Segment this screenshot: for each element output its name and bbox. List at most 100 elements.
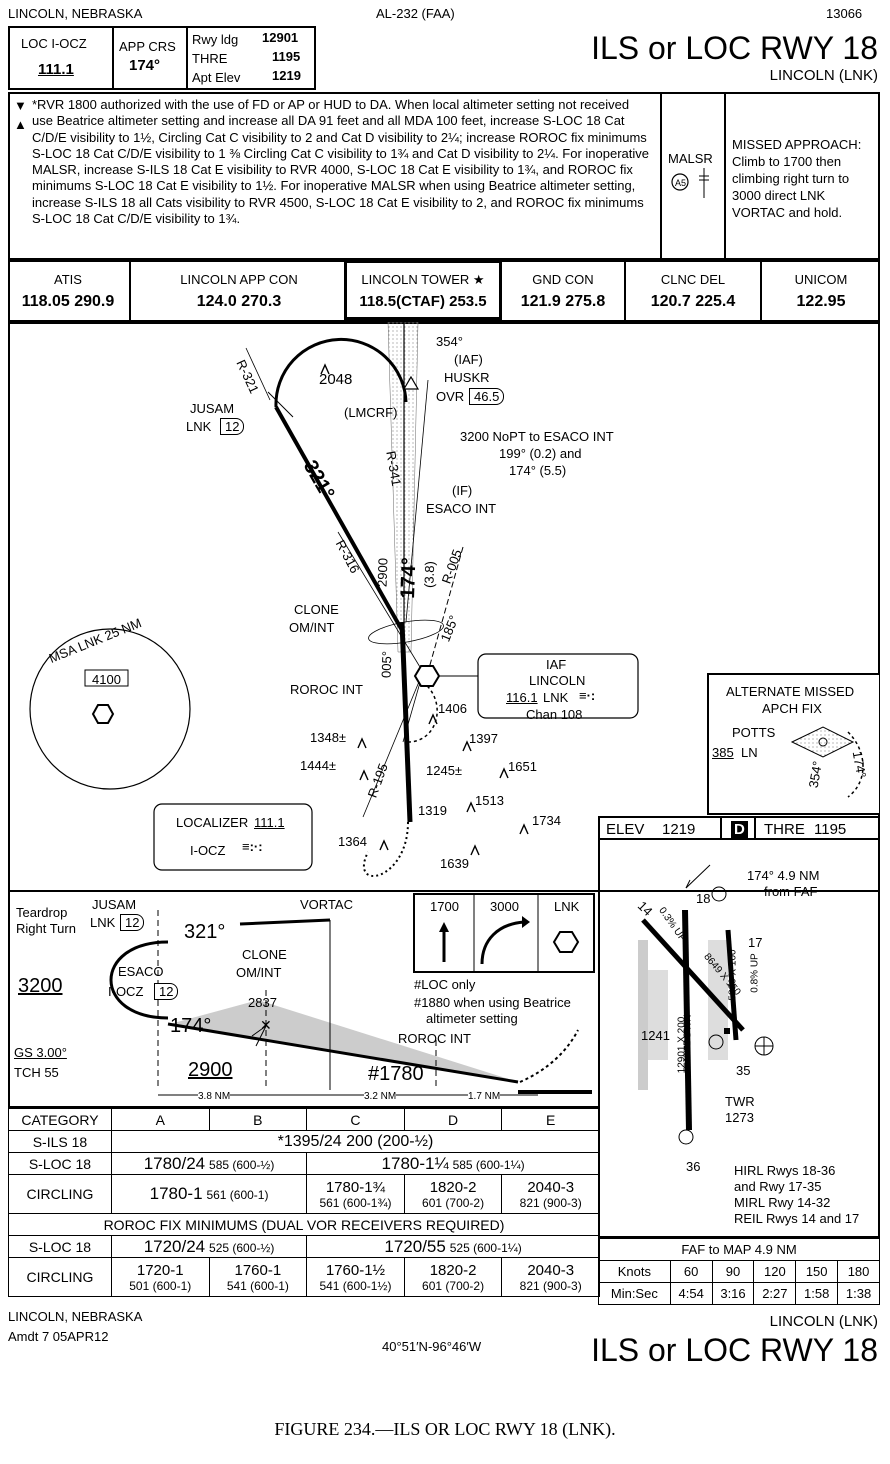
msa-altitude: 4100 — [92, 672, 121, 687]
rwy-17: 17 — [748, 935, 763, 950]
sloc2-ab-hat: 525 (600-½) — [209, 1240, 275, 1255]
alt-missed-title: ALTERNATE MISSED — [726, 684, 855, 699]
timing-table: FAF to MAP 4.9 NM Knots 60 90 120 150 18… — [598, 1238, 880, 1305]
comm-atis-freq: 118.05 290.9 — [21, 293, 115, 310]
course-005: 005° — [378, 650, 395, 679]
msa-label: MSA LNK 25 NM — [46, 615, 144, 666]
elev-1364: 1364 — [338, 834, 367, 849]
knots-label: Knots — [598, 1260, 671, 1283]
rwy-ldg-value: 12901 — [262, 30, 299, 45]
knots-60: 60 — [669, 1260, 713, 1283]
rwy3-dim: 5800 X 100 — [727, 949, 739, 1001]
sloc-ab-hat: 585 (600-½) — [209, 1157, 275, 1172]
circ-e: 2040-3 — [527, 1178, 575, 1196]
profile-2900: 2900 — [188, 1059, 233, 1081]
note-altimeter: altimeter setting — [426, 1011, 518, 1026]
row-roroc-title: ROROC FIX MINIMUMS (DUAL VOR RECEIVERS R… — [8, 1213, 600, 1236]
circ-ab-hat: 561 (600-1) — [206, 1188, 269, 1202]
circ2-a-hat: 501 (600-1) — [129, 1278, 192, 1293]
jusam-lnk: LNK — [186, 419, 212, 434]
lmcrf-label: (LMCRF) — [344, 405, 398, 420]
vortac-chan: Chan 108 — [526, 707, 583, 722]
radial-005: R-005 — [438, 547, 465, 586]
elev-1245: 1245± — [426, 763, 463, 778]
timing-minsec-row: Min:Sec 4:54 3:16 2:27 1:58 1:38 — [598, 1282, 880, 1305]
profile-2837: 2837 — [248, 995, 277, 1010]
jusam-dme: 12 — [220, 418, 245, 435]
header-number: 13066 — [826, 6, 863, 21]
footer-title: ILS or LOC RWY 18 — [591, 1332, 878, 1368]
circ2-c-hat: 541 (600-1½) — [319, 1278, 392, 1293]
comm-app-freq: 124.0 270.3 — [196, 293, 282, 310]
course-174-label: 174° — [396, 556, 421, 600]
profile-321: 321° — [184, 921, 226, 943]
potts-freq: 385 — [712, 745, 734, 760]
elev-1319: 1319 — [418, 803, 447, 818]
nopt-label-3: 174° (5.5) — [509, 463, 567, 478]
potts-course-174: 174° — [849, 749, 870, 780]
elev-label: ELEV — [606, 821, 645, 838]
airport-name: LINCOLN (LNK) — [769, 67, 878, 84]
localizer-morse-icon: ≡:·: — [242, 839, 263, 854]
lights-3: MIRL Rwy 14-32 — [734, 1195, 831, 1210]
comm-clnc-label: CLNC DEL — [660, 272, 726, 287]
chart-title: ILS or LOC RWY 18 — [591, 30, 878, 66]
apt-elev-value: 1219 — [272, 68, 301, 83]
header-city: LINCOLN, NEBRASKA — [8, 6, 143, 21]
twr-elev: 1273 — [725, 1110, 754, 1125]
notes-icons: ▼ ▲ — [14, 98, 27, 132]
profile-esaco-dme: 12 — [154, 983, 179, 1000]
cat-a: A — [110, 1108, 210, 1131]
minimums-header-row: CATEGORY A B C D E — [8, 1108, 600, 1131]
circ2-d-hat: 601 (700-2) — [422, 1278, 485, 1293]
course-354: 354° — [436, 334, 463, 349]
ma-icon-1700: 1700 — [430, 899, 459, 914]
grade-3: 0.8% UP — [749, 953, 761, 993]
circ-e-hat: 821 (900-3) — [519, 1195, 582, 1210]
rwy-ldg-label: Rwy ldg — [192, 32, 239, 47]
comm-tower-freq: 118.5(CTAF) 253.5 — [359, 293, 487, 310]
circ2-b: 1760-1 — [234, 1261, 282, 1279]
profile-jusam-dme: 12 — [120, 914, 145, 931]
loc-freq: 111.1 — [38, 61, 74, 78]
thre-value: 1195 — [272, 49, 301, 64]
circ-c: 1780-1¾ — [325, 1178, 386, 1196]
profile-dist-1: 3.8 NM — [198, 1091, 231, 1102]
twr-label: TWR — [725, 1094, 755, 1109]
elev-2048: 2048 — [319, 371, 353, 388]
footer-coords: 40°51′N-96°46′W — [382, 1339, 482, 1354]
faf-note: 174° 4.9 NM — [747, 868, 820, 883]
profile-iocz: I-OCZ — [108, 984, 144, 999]
note-loc-only: #LOC only — [414, 977, 476, 992]
svg-text:✕: ✕ — [260, 1017, 272, 1033]
elev-1513: 1513 — [475, 793, 504, 808]
airport-diagram — [638, 864, 774, 1145]
grade-2: 0.3% UP — [656, 905, 688, 945]
dme-arc — [274, 337, 408, 408]
profile-omint: OM/INT — [236, 965, 282, 980]
cat-d: D — [403, 1108, 503, 1131]
nopt-label-2: 199° (0.2) and — [499, 446, 582, 461]
knots-90: 90 — [711, 1260, 755, 1283]
comm-gnd-label: GND CON — [532, 272, 594, 287]
timing-title: FAF to MAP 4.9 NM — [598, 1238, 880, 1261]
potts-id: LN — [741, 745, 758, 760]
malsr-symbol: A5 — [671, 168, 709, 198]
circ2-e: 2040-3 — [527, 1261, 575, 1279]
lights-1: HIRL Rwys 18-36 — [734, 1163, 836, 1178]
radial-341: R-341 — [383, 449, 405, 488]
sloc-cde-hat: 585 (600-1¼) — [452, 1157, 525, 1172]
minsec-120: 2:27 — [753, 1282, 797, 1305]
tower-box — [344, 260, 502, 320]
profile-tch: TCH 55 — [14, 1065, 59, 1080]
grade-1: 0.4% DOWN — [682, 1014, 694, 1072]
note-beatrice: #1880 when using Beatrice — [414, 995, 571, 1010]
rwy-box — [186, 26, 316, 90]
figure-caption: FIGURE 234.—ILS OR LOC RWY 18 (LNK). — [274, 1419, 616, 1439]
msa-circle — [29, 628, 191, 790]
row-sils: S-ILS 18 *1395/24 200 (200-½) — [8, 1130, 601, 1153]
d-box: D — [731, 821, 748, 838]
footer-airport: LINCOLN (LNK) — [769, 1313, 878, 1330]
course-185: 185° — [437, 613, 462, 644]
profile-vortac: VORTAC — [300, 897, 353, 912]
